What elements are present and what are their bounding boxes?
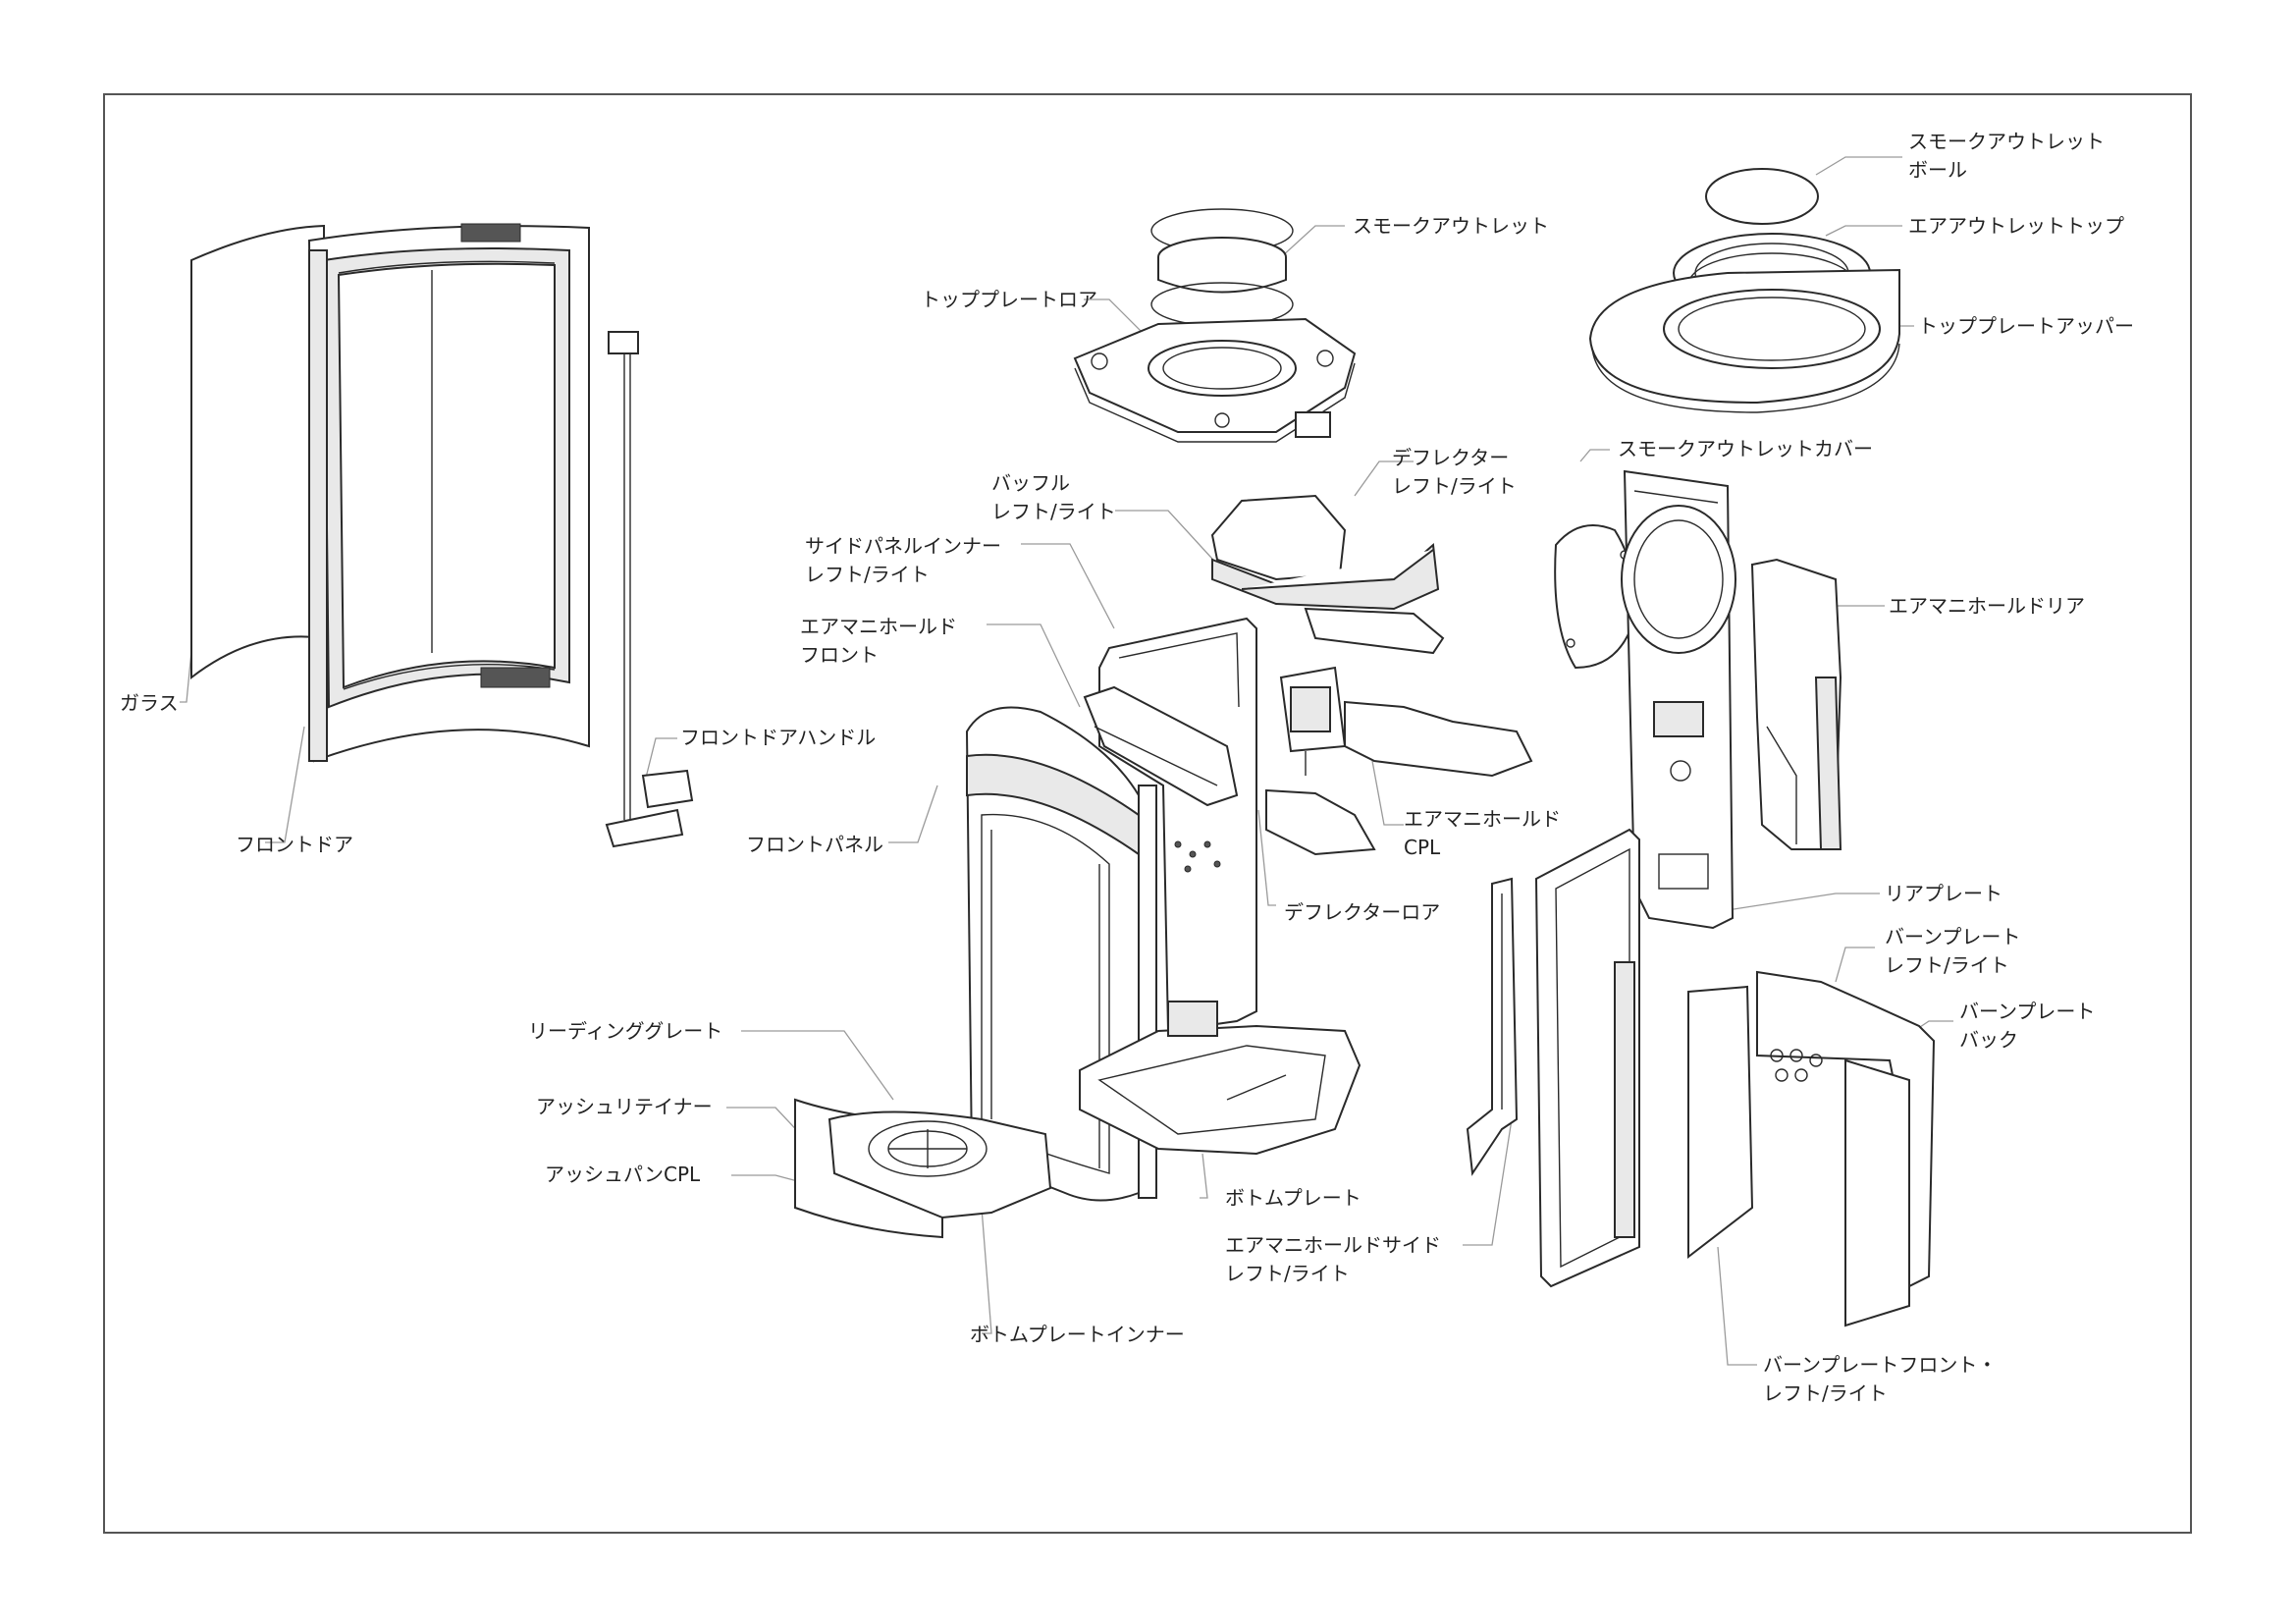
top-plate-lower-part: [1073, 317, 1357, 443]
label-baffle: バッフルレフト/ライト: [991, 471, 1116, 523]
glass-part: [190, 224, 325, 680]
label-front-door-handle: フロントドアハンドル: [680, 726, 877, 749]
label-smoke-outlet-ball: スモークアウトレットボール: [1908, 130, 2105, 182]
label-burn-plate-back: バーンプレートバック: [1959, 1000, 2096, 1052]
rear-plate-part: [1621, 469, 1736, 930]
burn-plate-back-part: [1756, 970, 1936, 1288]
label-air-manifold-rear: エアマニホールドリア: [1889, 594, 2085, 618]
smoke-outlet-ball-part: [1705, 168, 1819, 225]
side-panel-part: [1534, 828, 1640, 1288]
label-glass: ガラス: [120, 691, 179, 715]
label-ash-pan-cpl: アッシュパンCPL: [545, 1163, 701, 1186]
air-manifold-side-part: [1466, 877, 1519, 1176]
label-air-outlet-top: エアアウトレットトップ: [1908, 214, 2124, 238]
label-side-panel-inner: サイドパネルインナーレフト/ライト: [805, 534, 1001, 586]
label-air-manifold-front: エアマニホールドフロント: [800, 615, 957, 667]
label-burn-plate-front: バーンプレートフロント・レフト/ライト: [1763, 1353, 1998, 1405]
label-front-door: フロントドア: [236, 833, 353, 856]
label-bottom-plate: ボトムプレート: [1225, 1186, 1362, 1210]
smoke-outlet-part: [1150, 208, 1294, 327]
label-rear-plate: リアプレート: [1885, 882, 2002, 905]
label-burn-plate: バーンプレートレフト/ライト: [1885, 925, 2021, 977]
label-air-manifold-side: エアマニホールドサイドレフト/ライト: [1225, 1233, 1441, 1285]
deflector-lower-part: [1265, 788, 1376, 856]
air-manifold-rear-part: [1750, 558, 1842, 850]
drawing-border: [103, 93, 2192, 1534]
bottom-plate-part: [1079, 1001, 1362, 1156]
label-top-plate-lower: トッププレートロア: [921, 288, 1097, 311]
leader-lines: [180, 156, 1953, 1366]
label-smoke-outlet-cover: スモークアウトレットカバー: [1618, 437, 1873, 460]
label-front-panel: フロントパネル: [746, 833, 883, 856]
air-manifold-cpl-part: [1279, 666, 1533, 778]
label-top-plate-upper: トッププレートアッパー: [1918, 314, 2134, 338]
label-bottom-plate-inner: ボトムプレートインナー: [970, 1323, 1185, 1346]
door-handle-part: [605, 331, 694, 848]
front-door-part: [307, 223, 590, 763]
burn-plate-left-part: [1687, 985, 1754, 1260]
label-riding-grate: リーディンググレート: [528, 1019, 723, 1043]
label-smoke-outlet: スモークアウトレット: [1353, 214, 1549, 238]
ash-pan-part: [794, 1098, 1052, 1239]
label-ash-retainer: アッシュリテイナー: [536, 1095, 713, 1118]
burn-plate-front-part: [1844, 1058, 1910, 1327]
top-plate-upper-part: [1588, 268, 1900, 413]
label-deflector: デフレクターレフト/ライト: [1392, 446, 1517, 498]
baffle-part: [1210, 494, 1445, 655]
air-manifold-front-part: [1083, 685, 1239, 807]
label-deflector-lower: デフレクターロア: [1284, 900, 1441, 924]
